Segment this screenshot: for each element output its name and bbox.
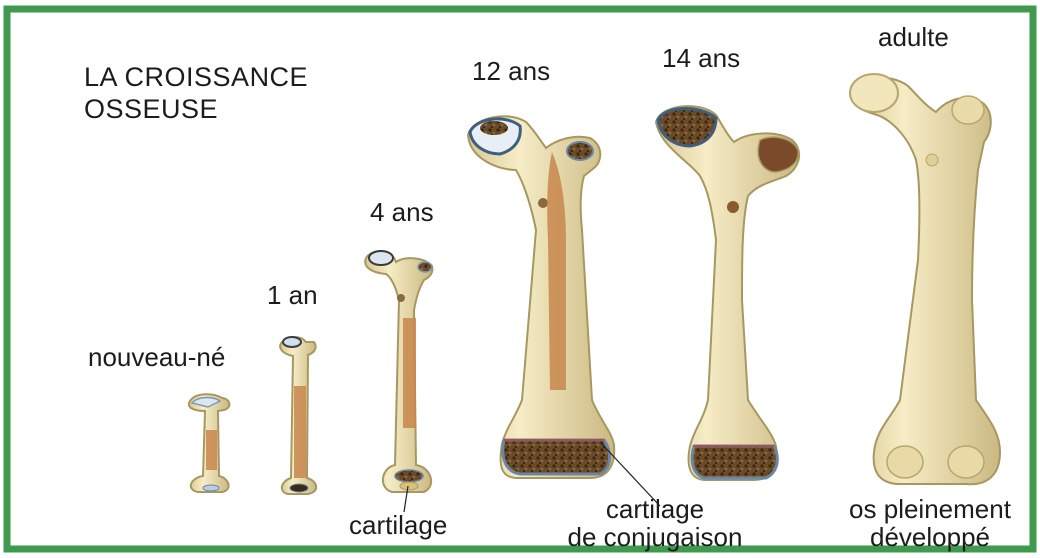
annotation-developed-line-1: os pleinement (826, 494, 1034, 524)
stage-label-newborn: nouveau-né (88, 342, 225, 372)
stage-label-14-years: 14 ans (662, 43, 740, 73)
annotation-cartilage: cartilage (349, 510, 447, 540)
annotation-conjugaison-line-1: cartilage (600, 494, 710, 524)
stage-label-1-year: 1 an (267, 280, 318, 310)
annotation-conjugaison-line-2: de conjugaison (547, 522, 763, 552)
title-line-1: LA CROISSANCE (84, 62, 308, 92)
stage-label-adult: adulte (878, 22, 949, 52)
stage-label-4-years: 4 ans (370, 197, 434, 227)
annotation-developed-line-2: développé (840, 522, 1020, 552)
title-line-2: OSSEUSE (84, 94, 218, 124)
stage-label-12-years: 12 ans (472, 56, 550, 86)
